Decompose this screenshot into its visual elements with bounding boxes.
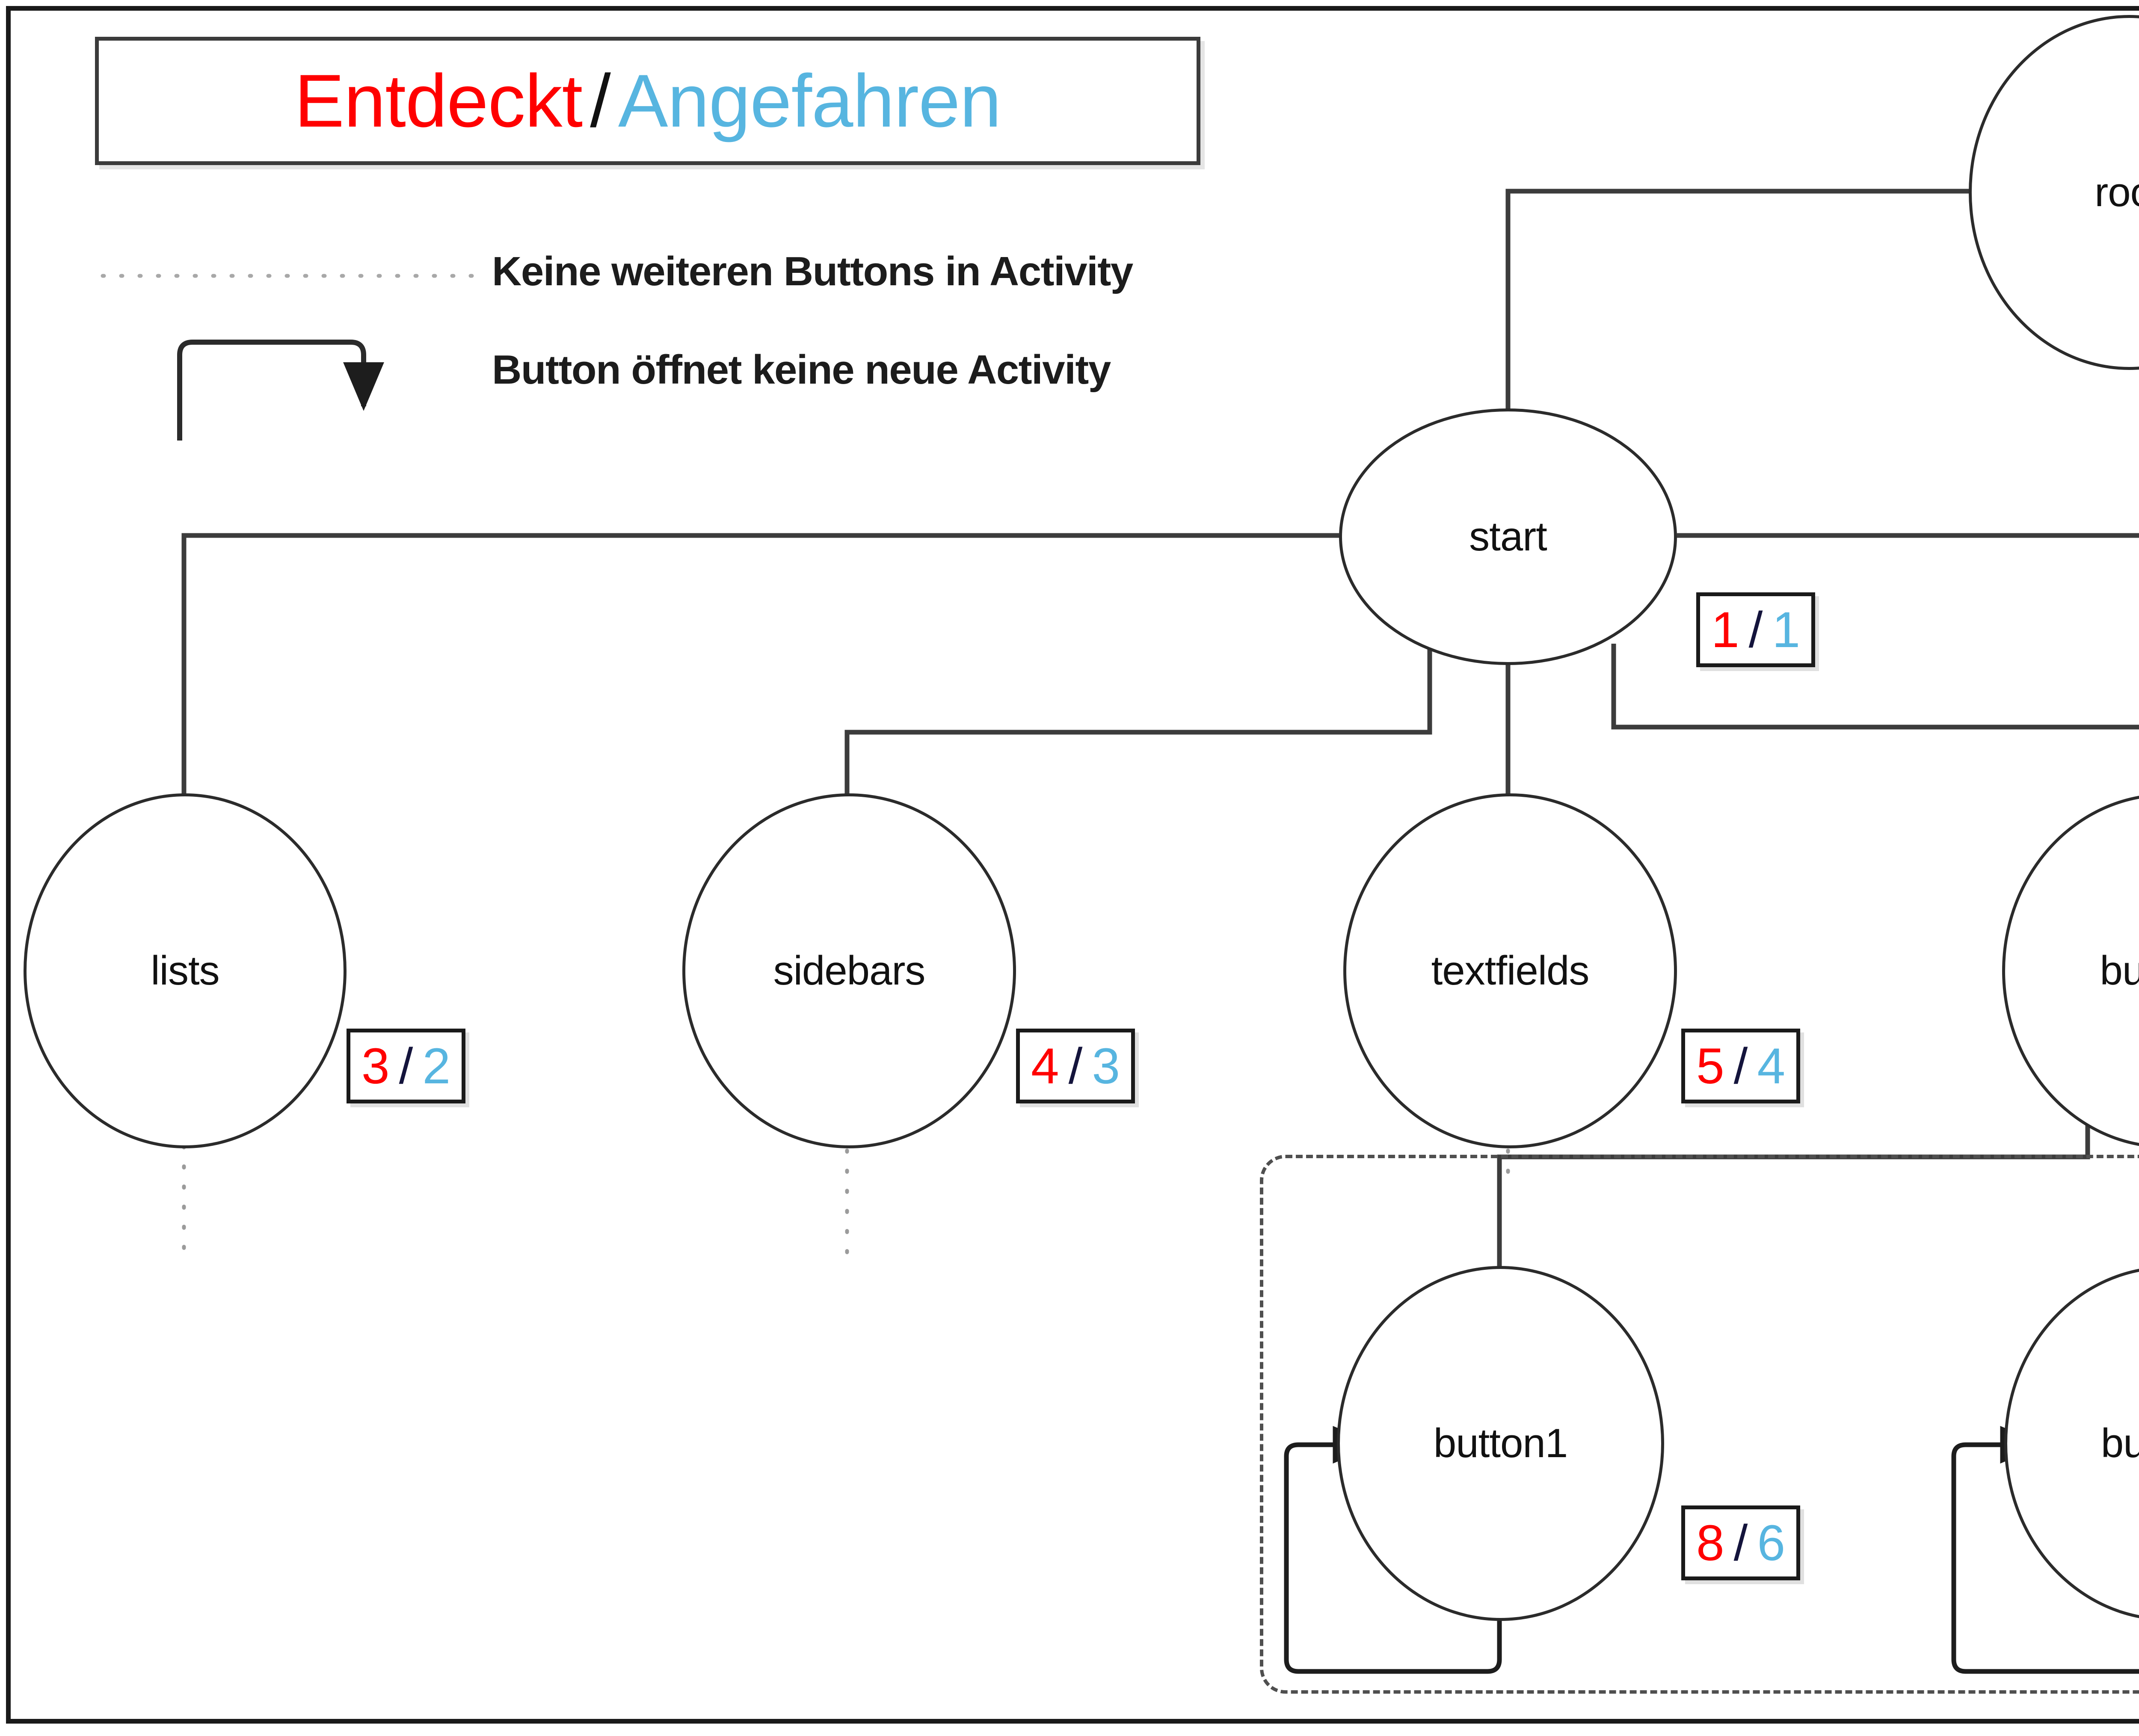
node-sidebars[interactable]: sidebars bbox=[682, 793, 1016, 1148]
leaf-buttons-group-box bbox=[1260, 1155, 2139, 1694]
legend-visited-label: Angefahren bbox=[618, 59, 1001, 143]
badge-textfields-discovered: 5 bbox=[1696, 1038, 1724, 1094]
edge-root-start bbox=[1505, 189, 2095, 411]
badge-textfields-separator: / bbox=[1733, 1038, 1748, 1094]
edge-start-lists bbox=[181, 533, 1339, 796]
node-button2-label: button2 bbox=[2100, 1420, 2139, 1466]
node-sidebars-label: sidebars bbox=[773, 948, 926, 994]
node-button1[interactable]: button1 bbox=[1337, 1266, 1664, 1621]
node-lists[interactable]: lists bbox=[24, 793, 347, 1148]
outer-frame bbox=[6, 6, 2139, 1724]
badge-start: 1 / 1 bbox=[1696, 592, 1816, 667]
node-buttons-label: buttons bbox=[2100, 948, 2139, 994]
edge-start-sidebars bbox=[844, 645, 1432, 796]
badge-lists-discovered: 3 bbox=[361, 1038, 390, 1094]
badge-lists-visited: 2 bbox=[422, 1038, 451, 1094]
legend-item-label-0: Keine weiteren Buttons in Activity bbox=[492, 248, 1133, 294]
legend-title-box: Entdeckt / Angefahren bbox=[95, 37, 1200, 165]
node-start[interactable]: start bbox=[1339, 408, 1677, 665]
badge-button1: 8 / 6 bbox=[1681, 1505, 1801, 1580]
self-loop-button2 bbox=[1951, 1426, 2139, 1674]
legend-loop-sample bbox=[177, 340, 384, 441]
badge-sidebars: 4 / 3 bbox=[1016, 1029, 1135, 1103]
node-root-label: root bbox=[2095, 169, 2139, 215]
node-lists-label: lists bbox=[151, 948, 219, 994]
node-start-label: start bbox=[1469, 514, 1547, 559]
badge-sidebars-visited: 3 bbox=[1092, 1038, 1120, 1094]
badge-button1-discovered: 8 bbox=[1696, 1514, 1724, 1571]
legend-separator: / bbox=[590, 59, 611, 143]
legend-item-label-1: Button öffnet keine neue Activity bbox=[492, 347, 1111, 393]
badge-lists-separator: / bbox=[399, 1038, 413, 1094]
node-button1-label: button1 bbox=[1433, 1420, 1568, 1466]
badge-textfields: 5 / 4 bbox=[1681, 1029, 1801, 1103]
badge-button1-separator: / bbox=[1733, 1514, 1748, 1571]
badge-start-separator: / bbox=[1748, 601, 1763, 658]
badge-sidebars-discovered: 4 bbox=[1031, 1038, 1059, 1094]
legend-item-no-more-buttons: Keine weiteren Buttons in Activity bbox=[492, 248, 1133, 295]
badge-lists: 3 / 2 bbox=[347, 1029, 466, 1103]
self-loop-button1 bbox=[1284, 1426, 1502, 1674]
badge-start-visited: 1 bbox=[1772, 601, 1801, 658]
edge-start-touch bbox=[1677, 533, 2139, 538]
legend-discovered-label: Entdeckt bbox=[294, 59, 583, 143]
badge-button1-visited: 6 bbox=[1757, 1514, 1786, 1571]
node-textfields-label: textfields bbox=[1431, 948, 1590, 994]
badge-start-discovered: 1 bbox=[1711, 601, 1739, 658]
badge-textfields-visited: 4 bbox=[1757, 1038, 1786, 1094]
node-textfields[interactable]: textfields bbox=[1343, 793, 1677, 1148]
legend-item-self-loop: Button öffnet keine neue Activity bbox=[492, 346, 1111, 393]
edge-start-buttons bbox=[1611, 644, 2139, 730]
badge-sidebars-separator: / bbox=[1068, 1038, 1083, 1094]
